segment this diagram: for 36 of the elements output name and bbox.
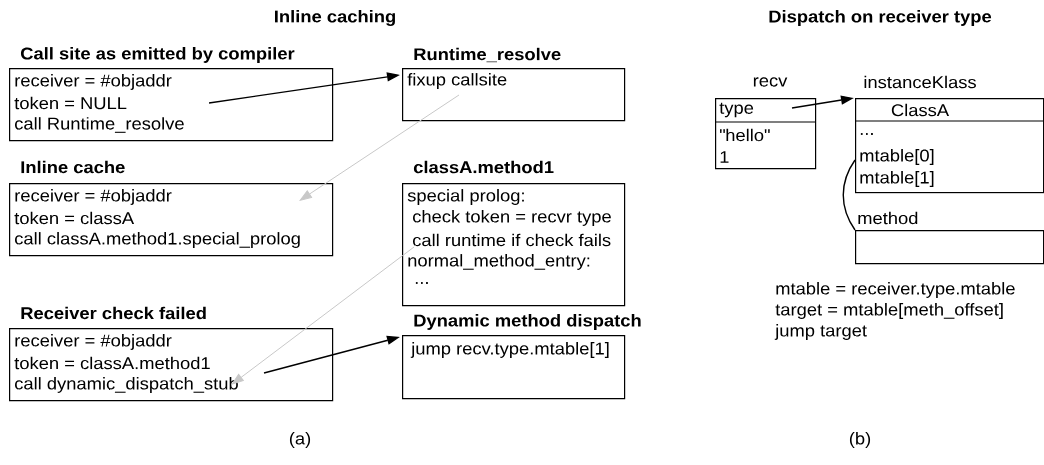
node-label: mtable[0]	[860, 149, 934, 165]
code-box: special prolog: check token = recvr type call runtime if check fails normal_method_entry: ...	[402, 183, 626, 307]
box-heading: Dynamic method dispatch	[414, 314, 641, 330]
code-line: jump target	[774, 324, 867, 340]
node-label: ClassA	[891, 103, 950, 117]
box-heading: Receiver check failed	[21, 306, 206, 320]
node-label: check token = recvr type	[412, 210, 611, 226]
panel-title: Inline caching	[275, 10, 395, 26]
code-box: fixup callsite	[402, 68, 626, 122]
node-label: special prolog:	[407, 189, 524, 205]
box-heading: recv	[753, 77, 788, 87]
panel-label: (a)	[289, 432, 311, 448]
code-box: receiver = #objaddr token = classA call classA.method1.special_prolog	[9, 183, 334, 257]
panel-label: (b)	[849, 432, 871, 448]
code-box: receiver = #objaddr token = NULL call Runtime_resolve	[9, 68, 334, 142]
arrow	[231, 246, 415, 385]
node-label: call runtime if check fails	[412, 233, 611, 247]
box-heading: instanceKlass	[864, 75, 976, 89]
connector-line	[842, 159, 856, 231]
box-heading: classA.method1	[413, 160, 554, 174]
code-line: target = mtable[meth_offset]	[775, 303, 1003, 319]
code-box: jump recv.type.mtable[1]	[402, 335, 626, 400]
record-box: type "hello" 1	[714, 98, 817, 170]
code-line: mtable = receiver.type.mtable	[776, 282, 1015, 298]
panel-title: Dispatch on receiver type	[769, 10, 992, 26]
arrow	[299, 94, 460, 201]
node-label: ...	[415, 282, 428, 284]
box-heading: Inline cache	[21, 160, 125, 174]
box-heading: Call site as emitted by compiler	[20, 47, 295, 63]
record-box: ClassA ... mtable[0] mtable[1]	[854, 98, 1044, 194]
box-heading: Runtime_resolve	[414, 47, 561, 63]
code-box: receiver = #objaddr token = classA.method1 call dynamic_dispatch_stub	[9, 328, 334, 402]
node-label: mtable[1]	[860, 171, 934, 187]
node-label: ...	[860, 133, 873, 135]
box-heading: method	[858, 211, 918, 225]
node-label: normal_method_entry:	[408, 254, 590, 270]
